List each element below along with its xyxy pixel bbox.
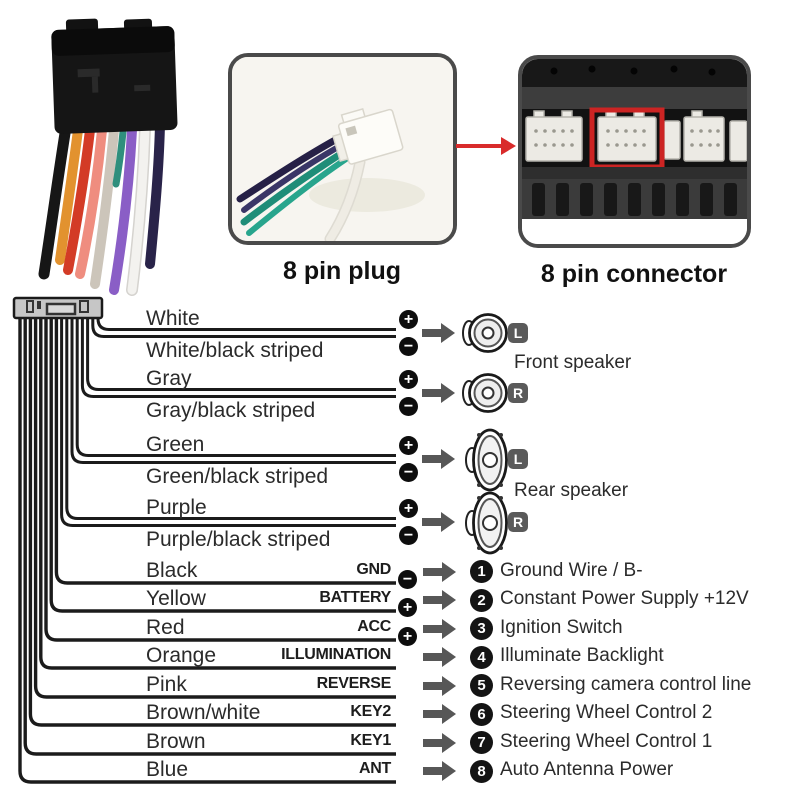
wire-label-negative: Green/black striped <box>146 465 329 488</box>
pin-number: 4 <box>470 646 493 669</box>
pin-number: 7 <box>470 731 493 754</box>
plus-icon: + <box>399 499 418 518</box>
minus-icon: − <box>398 570 417 589</box>
wire-description: Illuminate Backlight <box>500 645 664 666</box>
wire-description: Auto Antenna Power <box>500 759 674 780</box>
wire-label: Pink <box>146 673 187 696</box>
harness-connector-symbol <box>12 296 104 320</box>
connector-photo <box>522 59 747 244</box>
connector-photo-box <box>518 55 751 248</box>
wire-label-positive: Purple <box>146 496 207 519</box>
arrow-icon <box>423 590 456 610</box>
arrow-icon <box>423 676 456 696</box>
plug-photo <box>232 57 453 241</box>
plus-icon: + <box>399 370 418 389</box>
wire-label: Brown <box>146 730 206 753</box>
wire-description: Reversing camera control line <box>500 674 752 695</box>
wire-label: Red <box>146 616 185 639</box>
arrow-icon <box>423 619 456 639</box>
wire-label: Orange <box>146 644 217 667</box>
wire-label-negative: White/black striped <box>146 339 324 362</box>
channel-badge: R <box>508 383 528 403</box>
front-speaker-icon <box>462 313 508 353</box>
minus-icon: − <box>399 337 418 356</box>
wire-label-positive: Gray <box>146 367 192 390</box>
pin-number: 1 <box>470 560 493 583</box>
pin-number: 8 <box>470 760 493 783</box>
pin-number: 5 <box>470 674 493 697</box>
connector-caption: 8 pin connector <box>540 260 728 288</box>
plus-icon: + <box>399 310 418 329</box>
wire-label: Brown/white <box>146 701 261 724</box>
wire-code: KEY2 <box>350 703 391 720</box>
wire-code: ILLUMINATION <box>281 646 391 663</box>
minus-icon: − <box>399 526 418 545</box>
wire-label: Blue <box>146 758 189 781</box>
wire-code: GND <box>356 561 391 578</box>
arrow-icon <box>422 383 455 403</box>
arrow-icon <box>423 647 456 667</box>
pin-number: 3 <box>470 617 493 640</box>
pin-number: 2 <box>470 589 493 612</box>
wire-label-negative: Gray/black striped <box>146 399 316 422</box>
front-speaker-icon <box>462 373 508 413</box>
arrow-icon <box>423 562 456 582</box>
wire-label: Yellow <box>146 587 206 610</box>
rear-speaker-icon <box>465 491 508 555</box>
arrow-icon <box>422 449 455 469</box>
wire-description: Steering Wheel Control 1 <box>500 731 713 752</box>
plug-photo-box <box>228 53 457 245</box>
plug-caption: 8 pin plug <box>282 257 402 285</box>
red-arrow-icon <box>456 137 516 155</box>
pin-number: 6 <box>470 703 493 726</box>
arrow-icon <box>423 761 456 781</box>
wire-description: Constant Power Supply +12V <box>500 588 749 609</box>
channel-badge: L <box>508 323 528 343</box>
wire-description: Steering Wheel Control 2 <box>500 702 713 723</box>
arrow-icon <box>423 733 456 753</box>
wire-code: KEY1 <box>350 732 391 749</box>
channel-badge: R <box>508 512 528 532</box>
arrow-icon <box>422 512 455 532</box>
rear-speaker-icon <box>465 428 508 492</box>
minus-icon: − <box>399 397 418 416</box>
wire-code: ANT <box>359 760 391 777</box>
plus-icon: + <box>398 627 417 646</box>
wire-code: BATTERY <box>319 589 391 606</box>
arrow-icon <box>423 704 456 724</box>
arrow-icon <box>422 323 455 343</box>
plus-icon: + <box>398 598 417 617</box>
channel-badge: L <box>508 449 528 469</box>
wire-harness-photo <box>38 18 178 296</box>
rear-speaker-label: Rear speaker <box>514 480 629 501</box>
wire-label: Black <box>146 559 198 582</box>
wire-description: Ground Wire / B- <box>500 560 643 581</box>
wire-label-positive: Green <box>146 433 205 456</box>
wire-label-positive: White <box>146 307 200 330</box>
wire-code: REVERSE <box>316 675 392 692</box>
front-speaker-label: Front speaker <box>514 352 632 373</box>
wire-description: Ignition Switch <box>500 617 623 638</box>
wire-code: ACC <box>357 618 391 635</box>
minus-icon: − <box>399 463 418 482</box>
plus-icon: + <box>399 436 418 455</box>
wiring-lines <box>12 296 396 784</box>
wire-label-negative: Purple/black striped <box>146 528 331 551</box>
